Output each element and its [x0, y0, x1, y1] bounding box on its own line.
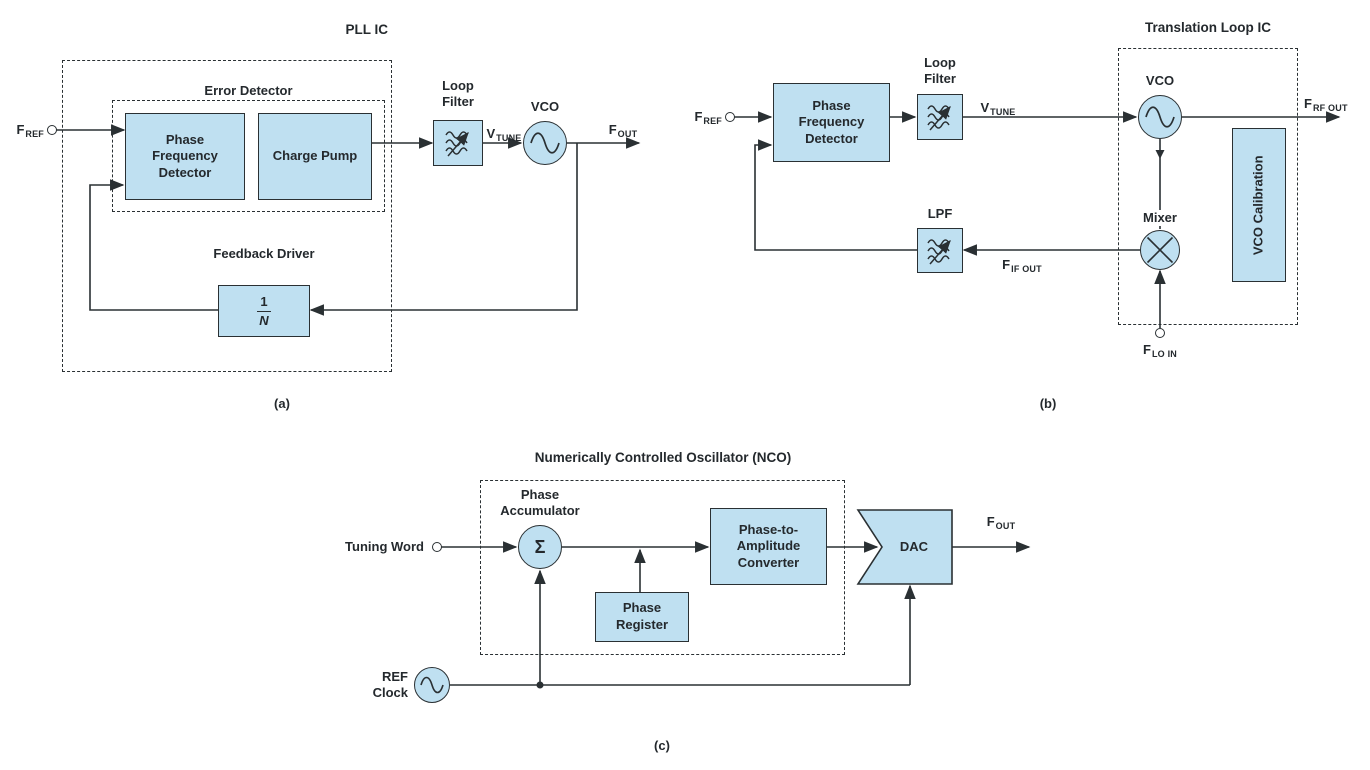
loop-filter-block-b [917, 94, 963, 140]
lpf-label: LPF [927, 206, 953, 221]
panel-c-wires [441, 509, 1031, 689]
f-out-label-c: FOUT [986, 514, 1016, 531]
ref-clock-label: REF Clock [372, 669, 408, 700]
vco-circle [523, 121, 567, 165]
dac-label: DAC [899, 539, 929, 554]
pll-ic-label: PLL IC [345, 22, 388, 37]
sigma-symbol: Σ [534, 536, 546, 557]
mixer-label: Mixer [1136, 210, 1184, 226]
divider-numerator: 1 [260, 293, 268, 309]
lpf-block [917, 228, 963, 273]
v-tune-label-b: VTUNE [980, 100, 1016, 117]
tuning-word-label: Tuning Word [345, 539, 424, 554]
divide-by-n-block: 1 N [218, 285, 310, 337]
f-lo-in-label: FLO IN [1143, 342, 1177, 359]
caption-c: (c) [654, 738, 670, 753]
f-ref-terminal-b [725, 112, 735, 122]
sine-wave-icon [420, 676, 444, 694]
phase-accumulator-label: Phase Accumulator [500, 487, 580, 518]
sine-wave-icon [1145, 106, 1175, 128]
error-detector-label: Error Detector [204, 83, 293, 98]
pfd-block-b: Phase Frequency Detector [773, 83, 890, 162]
vco-calibration-text: VCO Calibration [1250, 155, 1266, 255]
fraction-bar [257, 310, 271, 312]
translation-loop-ic-label: Translation Loop IC [1144, 20, 1271, 35]
filter-icon [927, 105, 951, 131]
filter-icon [927, 238, 951, 264]
nco-label: Numerically Controlled Oscillator (NCO) [534, 450, 792, 465]
f-ref-label-b: FREF [694, 109, 722, 126]
caption-b: (b) [1039, 396, 1057, 411]
vco-circle-b [1138, 95, 1182, 139]
translation-loop-ic-boundary [1118, 48, 1298, 325]
vco-calibration-block: VCO Calibration [1232, 128, 1286, 282]
vco-to-mixer-arrowhead [1155, 150, 1165, 159]
pfd-block: Phase Frequency Detector [125, 113, 245, 200]
sine-wave-icon [530, 132, 560, 154]
filter-icon [445, 131, 469, 157]
charge-pump-block: Charge Pump [258, 113, 372, 200]
panel-a-wires [56, 124, 641, 316]
ref-clock-circle [414, 667, 450, 703]
v-tune-label: VTUNE [486, 126, 522, 143]
dac-shape [856, 509, 953, 585]
nco-boundary [480, 480, 845, 655]
f-ref-label: FREF [16, 122, 44, 139]
vco-label: VCO [530, 99, 560, 114]
divider-denominator: N [259, 312, 269, 328]
phase-to-amplitude-block: Phase-to- Amplitude Converter [710, 508, 827, 585]
f-rf-out-label: FRF OUT [1304, 96, 1348, 113]
loop-filter-label: Loop Filter [442, 78, 474, 109]
f-out-label: FOUT [608, 122, 638, 139]
phase-register-block: Phase Register [595, 592, 689, 642]
junction-dot [536, 681, 544, 689]
phase-accumulator-adder: Σ [518, 525, 562, 569]
loop-filter-label-b: Loop Filter [924, 55, 956, 86]
mixer-circle [1140, 230, 1180, 270]
pll-ic-boundary [62, 60, 392, 372]
loop-filter-block [433, 120, 483, 166]
panel-b-wires [734, 111, 1341, 328]
caption-a: (a) [274, 396, 290, 411]
f-lo-in-terminal [1155, 328, 1165, 338]
fraction: 1 N [257, 295, 271, 327]
tuning-word-terminal [432, 542, 442, 552]
mixer-x-icon [1146, 236, 1174, 264]
feedback-driver-label: Feedback Driver [213, 246, 315, 261]
vco-label-b: VCO [1145, 73, 1175, 88]
f-if-out-label: FIF OUT [1002, 257, 1042, 274]
f-ref-terminal [47, 125, 57, 135]
error-detector-boundary [112, 100, 385, 212]
